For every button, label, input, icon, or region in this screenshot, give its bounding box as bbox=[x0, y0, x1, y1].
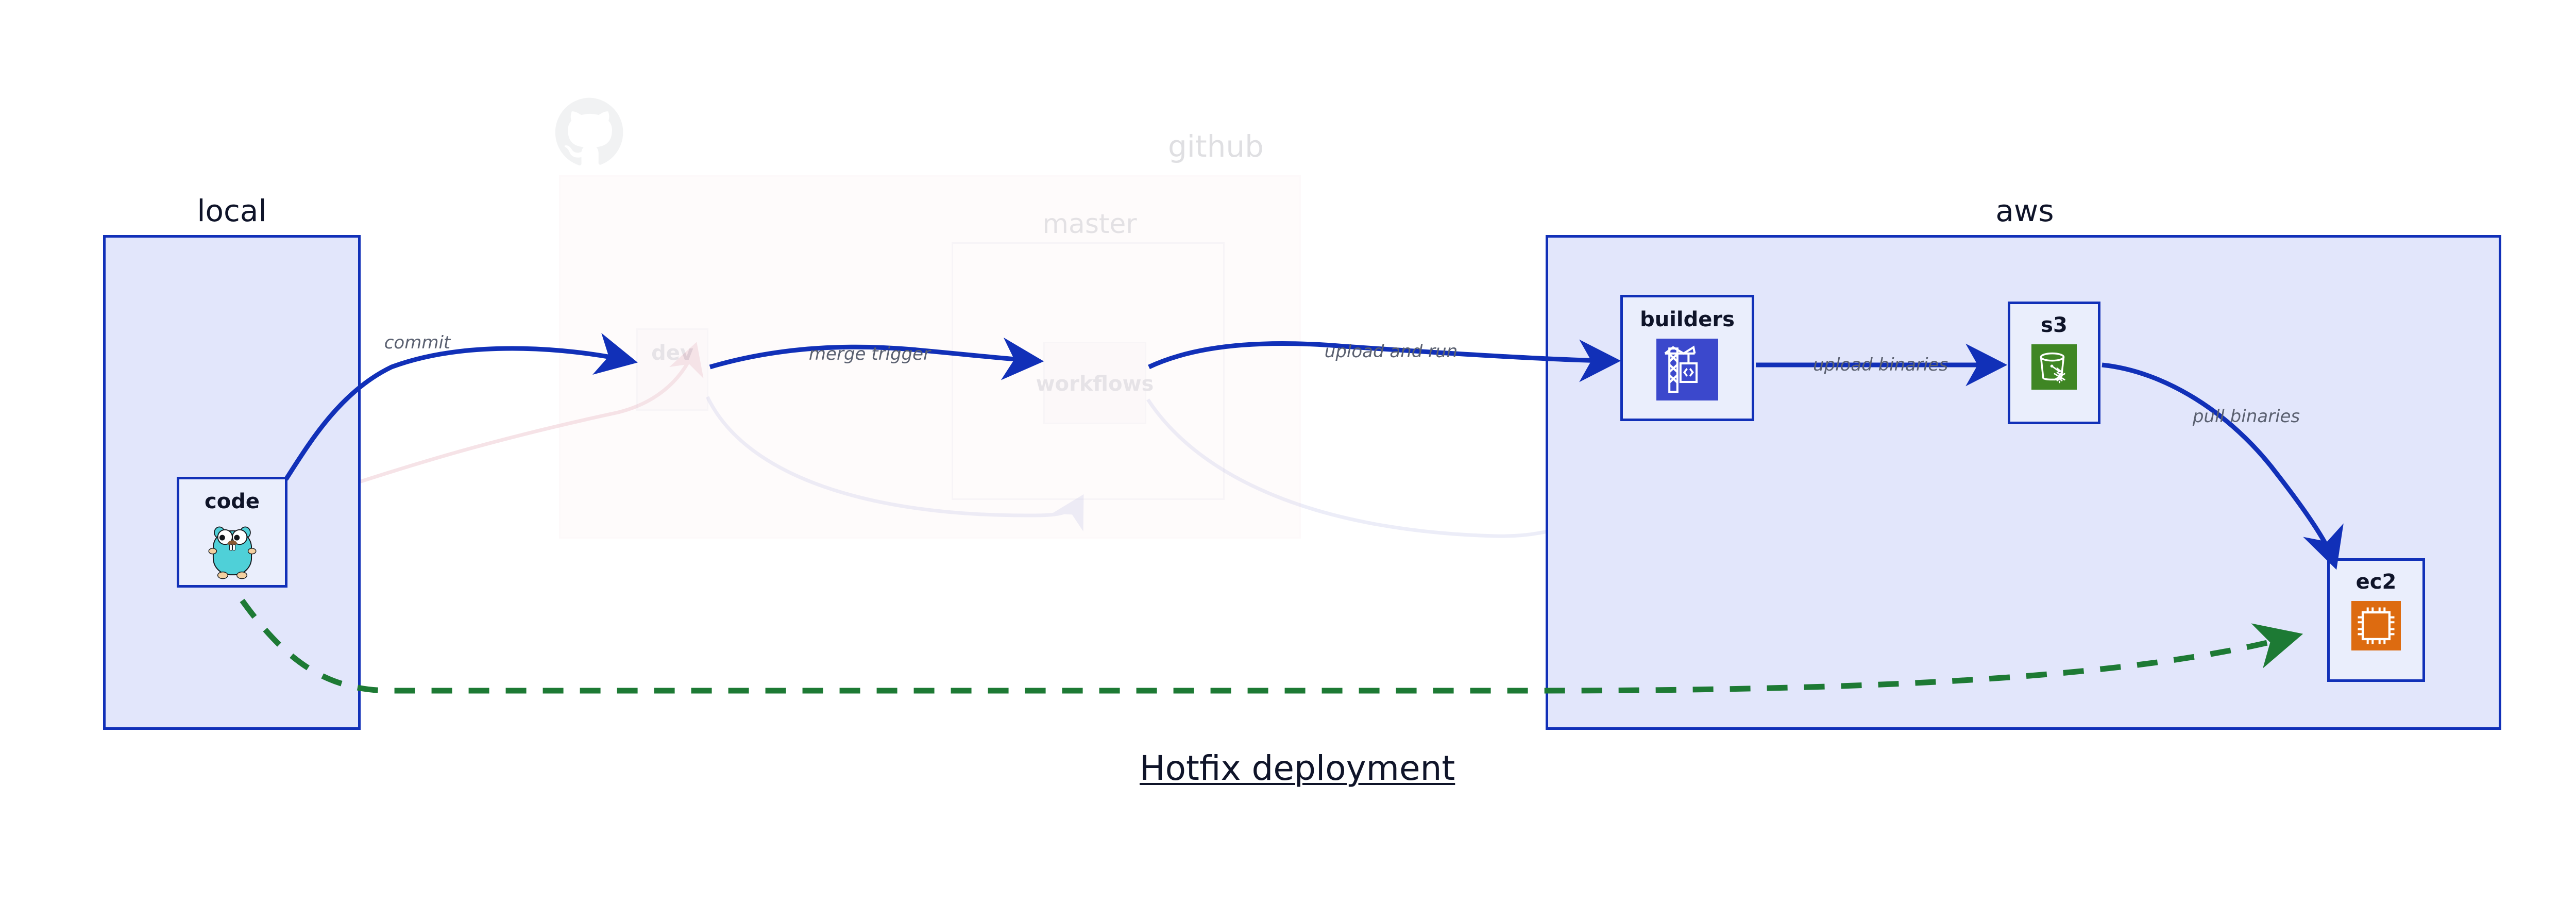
node-code[interactable]: code bbox=[177, 477, 287, 588]
edge-label-upload-binaries: upload binaries bbox=[1812, 355, 1948, 375]
edge-hotfix-path bbox=[240, 598, 2303, 694]
group-github-label: github bbox=[1167, 129, 1264, 164]
ghost-edge-dev-to-workflows bbox=[705, 396, 1084, 531]
edge-upload-and-run bbox=[1148, 339, 1621, 382]
node-dev-label: dev bbox=[651, 341, 693, 365]
aws-codebuild-crane-icon bbox=[1656, 339, 1718, 403]
node-workflows[interactable]: workflows bbox=[1036, 342, 1154, 424]
node-ec2-label: ec2 bbox=[2355, 570, 2397, 594]
node-dev[interactable]: dev bbox=[636, 328, 708, 411]
edge-label-commit: commit bbox=[384, 332, 451, 353]
edge-label-upload-and-run: upload and run bbox=[1324, 341, 1458, 362]
node-builders[interactable]: builders bbox=[1620, 295, 1754, 421]
group-aws-label: aws bbox=[1995, 193, 2054, 228]
group-master bbox=[952, 242, 1225, 500]
edge-pull-binaries bbox=[2102, 362, 2344, 570]
aws-ec2-cpu-icon bbox=[2351, 601, 2401, 653]
node-s3[interactable]: s3 bbox=[2008, 302, 2100, 424]
page-title: Hotfix deployment bbox=[1140, 748, 1455, 788]
edge-label-merge-trigger: merge trigger bbox=[808, 344, 931, 364]
edge-merge-trigger bbox=[709, 337, 1044, 380]
go-gopher-icon bbox=[201, 519, 263, 580]
node-ec2[interactable]: ec2 bbox=[2327, 558, 2425, 682]
node-builders-label: builders bbox=[1640, 308, 1735, 331]
node-workflows-label: workflows bbox=[1036, 372, 1154, 396]
github-octocat-logo bbox=[555, 97, 623, 165]
aws-s3-glacier-bucket-icon bbox=[2031, 344, 2077, 392]
group-master-label: master bbox=[1042, 209, 1137, 240]
node-code-label: code bbox=[205, 490, 260, 513]
edge-label-pull-binaries: pull binaries bbox=[2192, 406, 2300, 427]
group-local-label: local bbox=[197, 193, 267, 228]
edge-commit bbox=[284, 333, 638, 481]
node-s3-label: s3 bbox=[2041, 313, 2067, 337]
